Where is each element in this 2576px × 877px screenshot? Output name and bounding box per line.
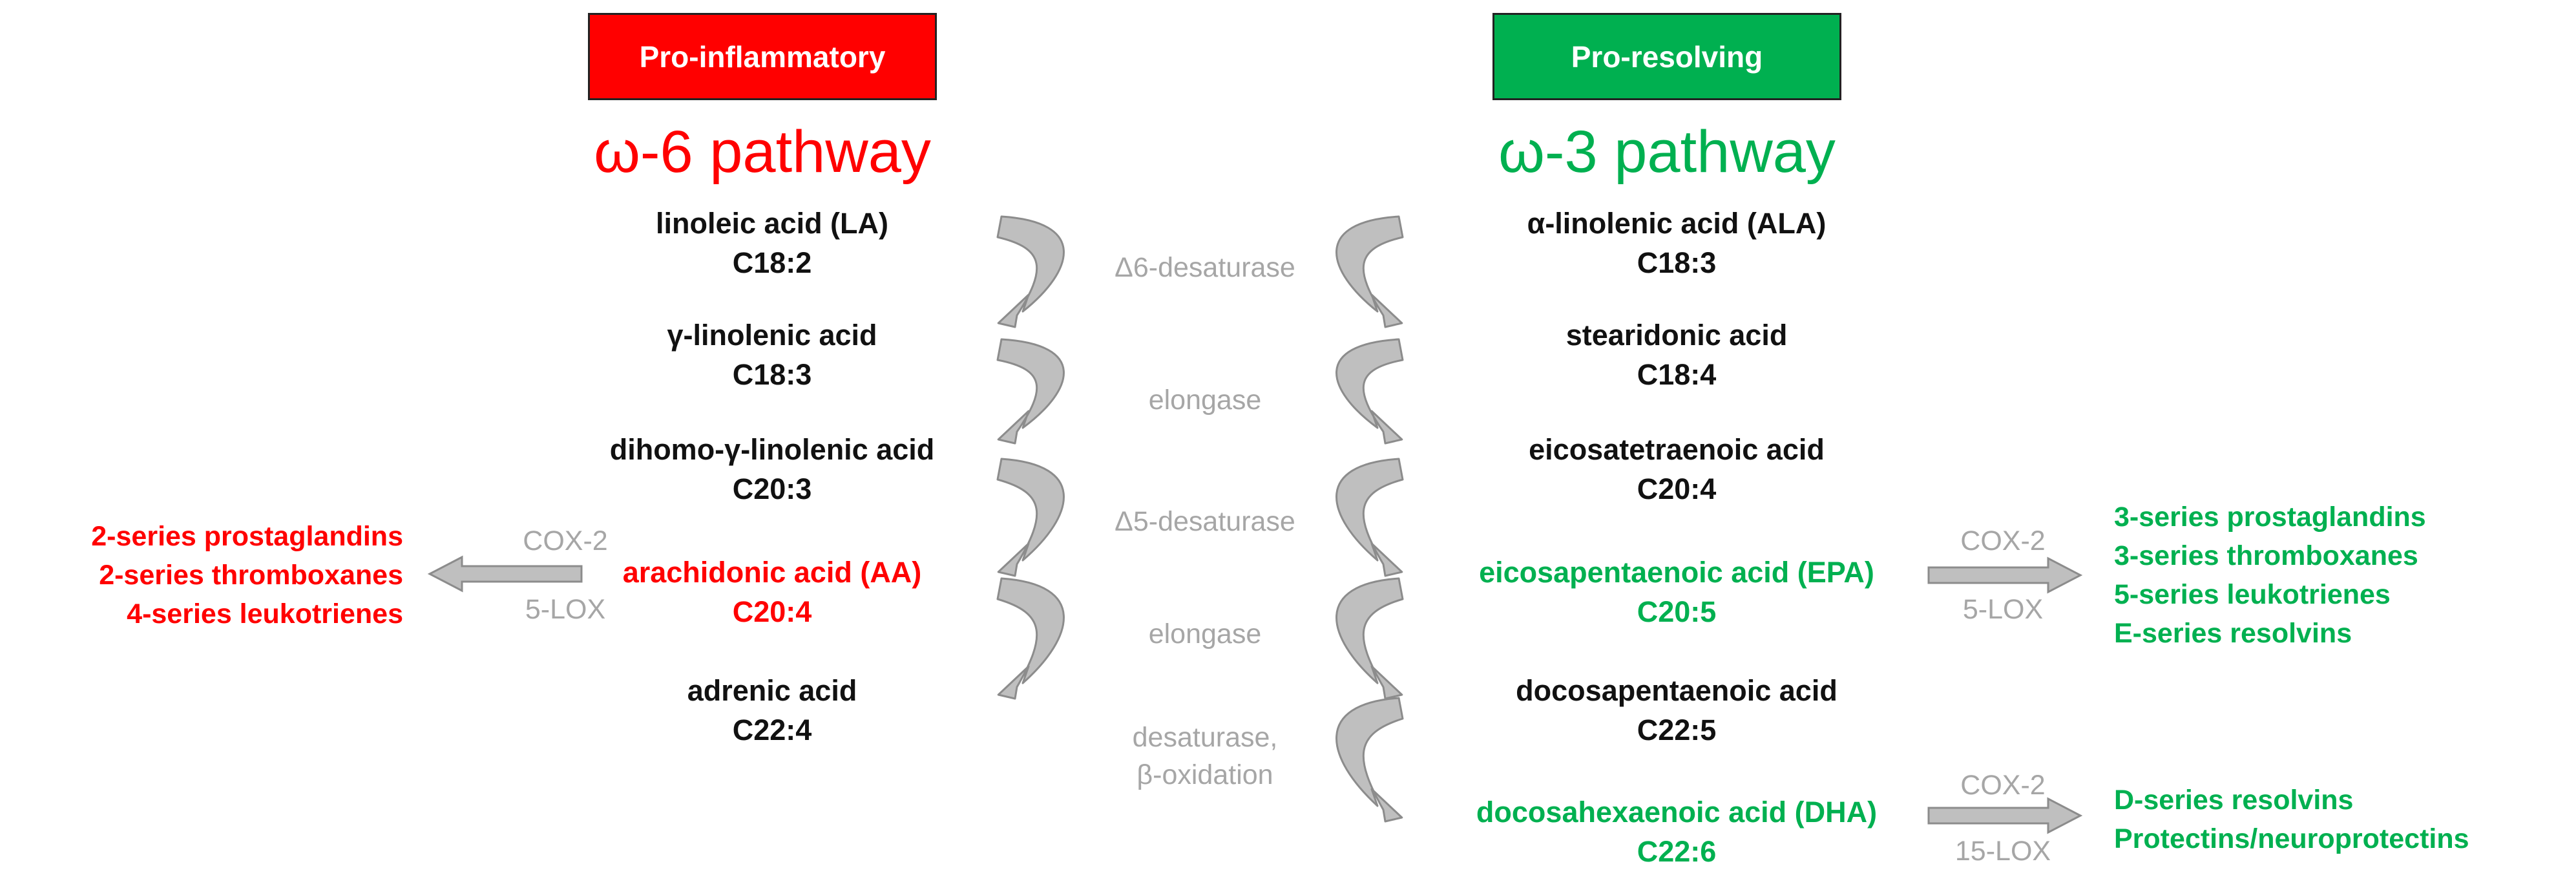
compound-name: docosapentaenoic acid [1516, 674, 1838, 707]
omega3-dha-15lox-label: 15-LOX [1954, 836, 2051, 867]
compound-name: linoleic acid (LA) [655, 207, 889, 240]
omega6-step-gla: γ-linolenic acid C18:3 [449, 315, 1095, 394]
omega3-epa-cox2-label: COX-2 [1960, 525, 2046, 556]
omega6-aa-product-arrow [427, 555, 583, 593]
enzyme-delta6-desaturase: Δ6-desaturase [1011, 249, 1399, 286]
enzyme-label: elongase [1148, 385, 1262, 416]
enzyme-label: elongase [1148, 618, 1262, 650]
omega6-step-arrow-4 [996, 577, 1065, 700]
omega3-step-dha: docosahexaenoic acid (DHA) C22:6 [1354, 792, 2000, 871]
product-item: 3-series prostaglandins [2114, 502, 2426, 533]
omega6-step-arrows [996, 215, 1065, 700]
enzyme-elongase-2: elongase [1011, 615, 1399, 653]
pro-inflammatory-badge: Pro-inflammatory [588, 13, 937, 100]
enzyme-label: β-oxidation [1136, 759, 1273, 790]
omega3-step-eta: eicosatetraenoic acid C20:4 [1354, 430, 2000, 509]
product-item: D-series resolvins [2114, 785, 2354, 816]
product-item: 4-series leukotrienes [127, 598, 403, 629]
omega3-step-arrows [1335, 215, 1404, 823]
compound-name: eicosatetraenoic acid [1529, 433, 1825, 466]
omega3-epa-product-arrow [1927, 556, 2083, 594]
omega6-step-arrow-2 [996, 338, 1065, 445]
omega6-step-arrow-1 [996, 215, 1065, 328]
compound-name: γ-linolenic acid [667, 319, 877, 352]
compound-name: eicosapentaenoic acid (EPA) [1479, 556, 1874, 589]
omega6-step-adrenic: adrenic acid C22:4 [449, 671, 1095, 750]
omega3-dha-product-arrow [1927, 797, 2083, 834]
omega3-step-arrow-4 [1335, 577, 1404, 700]
omega6-step-la: linoleic acid (LA) C18:2 [449, 204, 1095, 282]
omega6-step-dgla: dihomo-γ-linolenic acid C20:3 [449, 430, 1095, 509]
product-item: 5-series leukotrienes [2114, 579, 2391, 610]
omega6-products: 2-series prostaglandins 2-series thrombo… [91, 517, 403, 633]
omega3-step-arrow-1 [1335, 215, 1404, 328]
product-item: 3-series thromboxanes [2114, 540, 2418, 571]
compound-formula: C20:5 [1637, 595, 1717, 628]
compound-formula: C18:3 [732, 358, 812, 391]
omega3-step-arrow-5 [1335, 697, 1404, 823]
compound-name: arachidonic acid (AA) [622, 556, 922, 589]
product-item: E-series resolvins [2114, 618, 2352, 649]
omega3-step-arrow-2 [1335, 338, 1404, 445]
omega6-5lox-label: 5-LOX [525, 594, 606, 625]
compound-formula: C22:6 [1637, 835, 1717, 868]
compound-formula: C20:4 [1637, 472, 1717, 505]
enzyme-delta5-desaturase: Δ5-desaturase [1011, 503, 1399, 540]
omega3-dha-cox2-label: COX-2 [1960, 770, 2046, 801]
compound-name: stearidonic acid [1565, 319, 1788, 352]
product-item: Protectins/neuroprotectins [2114, 823, 2469, 854]
omega3-epa-products: 3-series prostaglandins 3-series thrombo… [2114, 498, 2426, 653]
enzyme-desaturase-beta-oxidation: desaturase, β-oxidation [1011, 719, 1399, 794]
compound-name: dihomo-γ-linolenic acid [609, 433, 935, 466]
omega6-step-aa: arachidonic acid (AA) C20:4 [449, 553, 1095, 631]
omega3-step-epa: eicosapentaenoic acid (EPA) C20:5 [1354, 553, 2000, 631]
compound-formula: C20:3 [732, 472, 812, 505]
product-arrows [427, 555, 2083, 834]
omega3-step-sda: stearidonic acid C18:4 [1354, 315, 2000, 394]
enzyme-label: Δ5-desaturase [1115, 506, 1295, 537]
compound-name: docosahexaenoic acid (DHA) [1476, 796, 1878, 829]
compound-name: α-linolenic acid (ALA) [1527, 207, 1827, 240]
compound-formula: C18:3 [1637, 246, 1717, 279]
product-item: 2-series thromboxanes [99, 560, 403, 591]
enzyme-elongase-1: elongase [1011, 381, 1399, 419]
compound-formula: C22:4 [732, 713, 812, 746]
omega3-pathway-title: ω-3 pathway [1498, 119, 1836, 185]
omega3-step-dpa: docosapentaenoic acid C22:5 [1354, 671, 2000, 750]
enzyme-label: Δ6-desaturase [1115, 252, 1295, 283]
omega3-step-arrow-3 [1335, 458, 1404, 577]
omega3-dha-products: D-series resolvins Protectins/neuroprote… [2114, 781, 2469, 858]
compound-formula: C20:4 [732, 595, 812, 628]
omega6-pathway-title: ω-6 pathway [594, 119, 931, 185]
omega6-cox2-label: COX-2 [523, 525, 608, 556]
omega6-step-arrow-3 [996, 458, 1065, 577]
omega3-step-ala: α-linolenic acid (ALA) C18:3 [1354, 204, 2000, 282]
product-item: 2-series prostaglandins [91, 521, 403, 552]
compound-formula: C18:2 [732, 246, 812, 279]
compound-name: adrenic acid [687, 674, 857, 707]
compound-formula: C18:4 [1637, 358, 1717, 391]
compound-formula: C22:5 [1637, 713, 1717, 746]
enzyme-label: desaturase, [1132, 722, 1278, 753]
omega3-epa-5lox-label: 5-LOX [1962, 594, 2044, 625]
pro-resolving-badge: Pro-resolving [1492, 13, 1841, 100]
